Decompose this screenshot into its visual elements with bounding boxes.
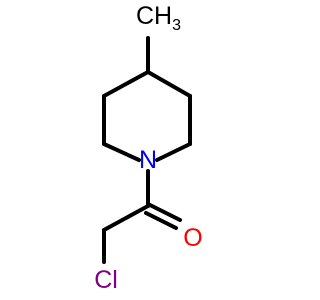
chlorine-label: Cl [94, 266, 118, 294]
bond-carbonyl-oxygen-a [148, 203, 182, 222]
bond-carbonyl-ch2 [102, 204, 150, 232]
atom-label-group: CH3 N O Cl [94, 2, 203, 294]
methyl-label: CH3 [136, 2, 181, 34]
methyl-text: CH [136, 2, 172, 30]
molecule-drawing: CH3 N O Cl [94, 2, 203, 294]
bond-group [102, 36, 192, 264]
bond-c6-n [155, 142, 192, 162]
nitrogen-label: N [139, 146, 157, 174]
methyl-subscript: 3 [172, 17, 181, 34]
structure-diagram: CH3 N O Cl [94, 2, 203, 294]
oxygen-label: O [183, 224, 202, 252]
bond-c4-c5 [146, 70, 192, 98]
bond-c2-n [102, 142, 141, 162]
bond-c4-c3 [102, 70, 150, 98]
bond-carbonyl-oxygen-b [144, 211, 178, 230]
